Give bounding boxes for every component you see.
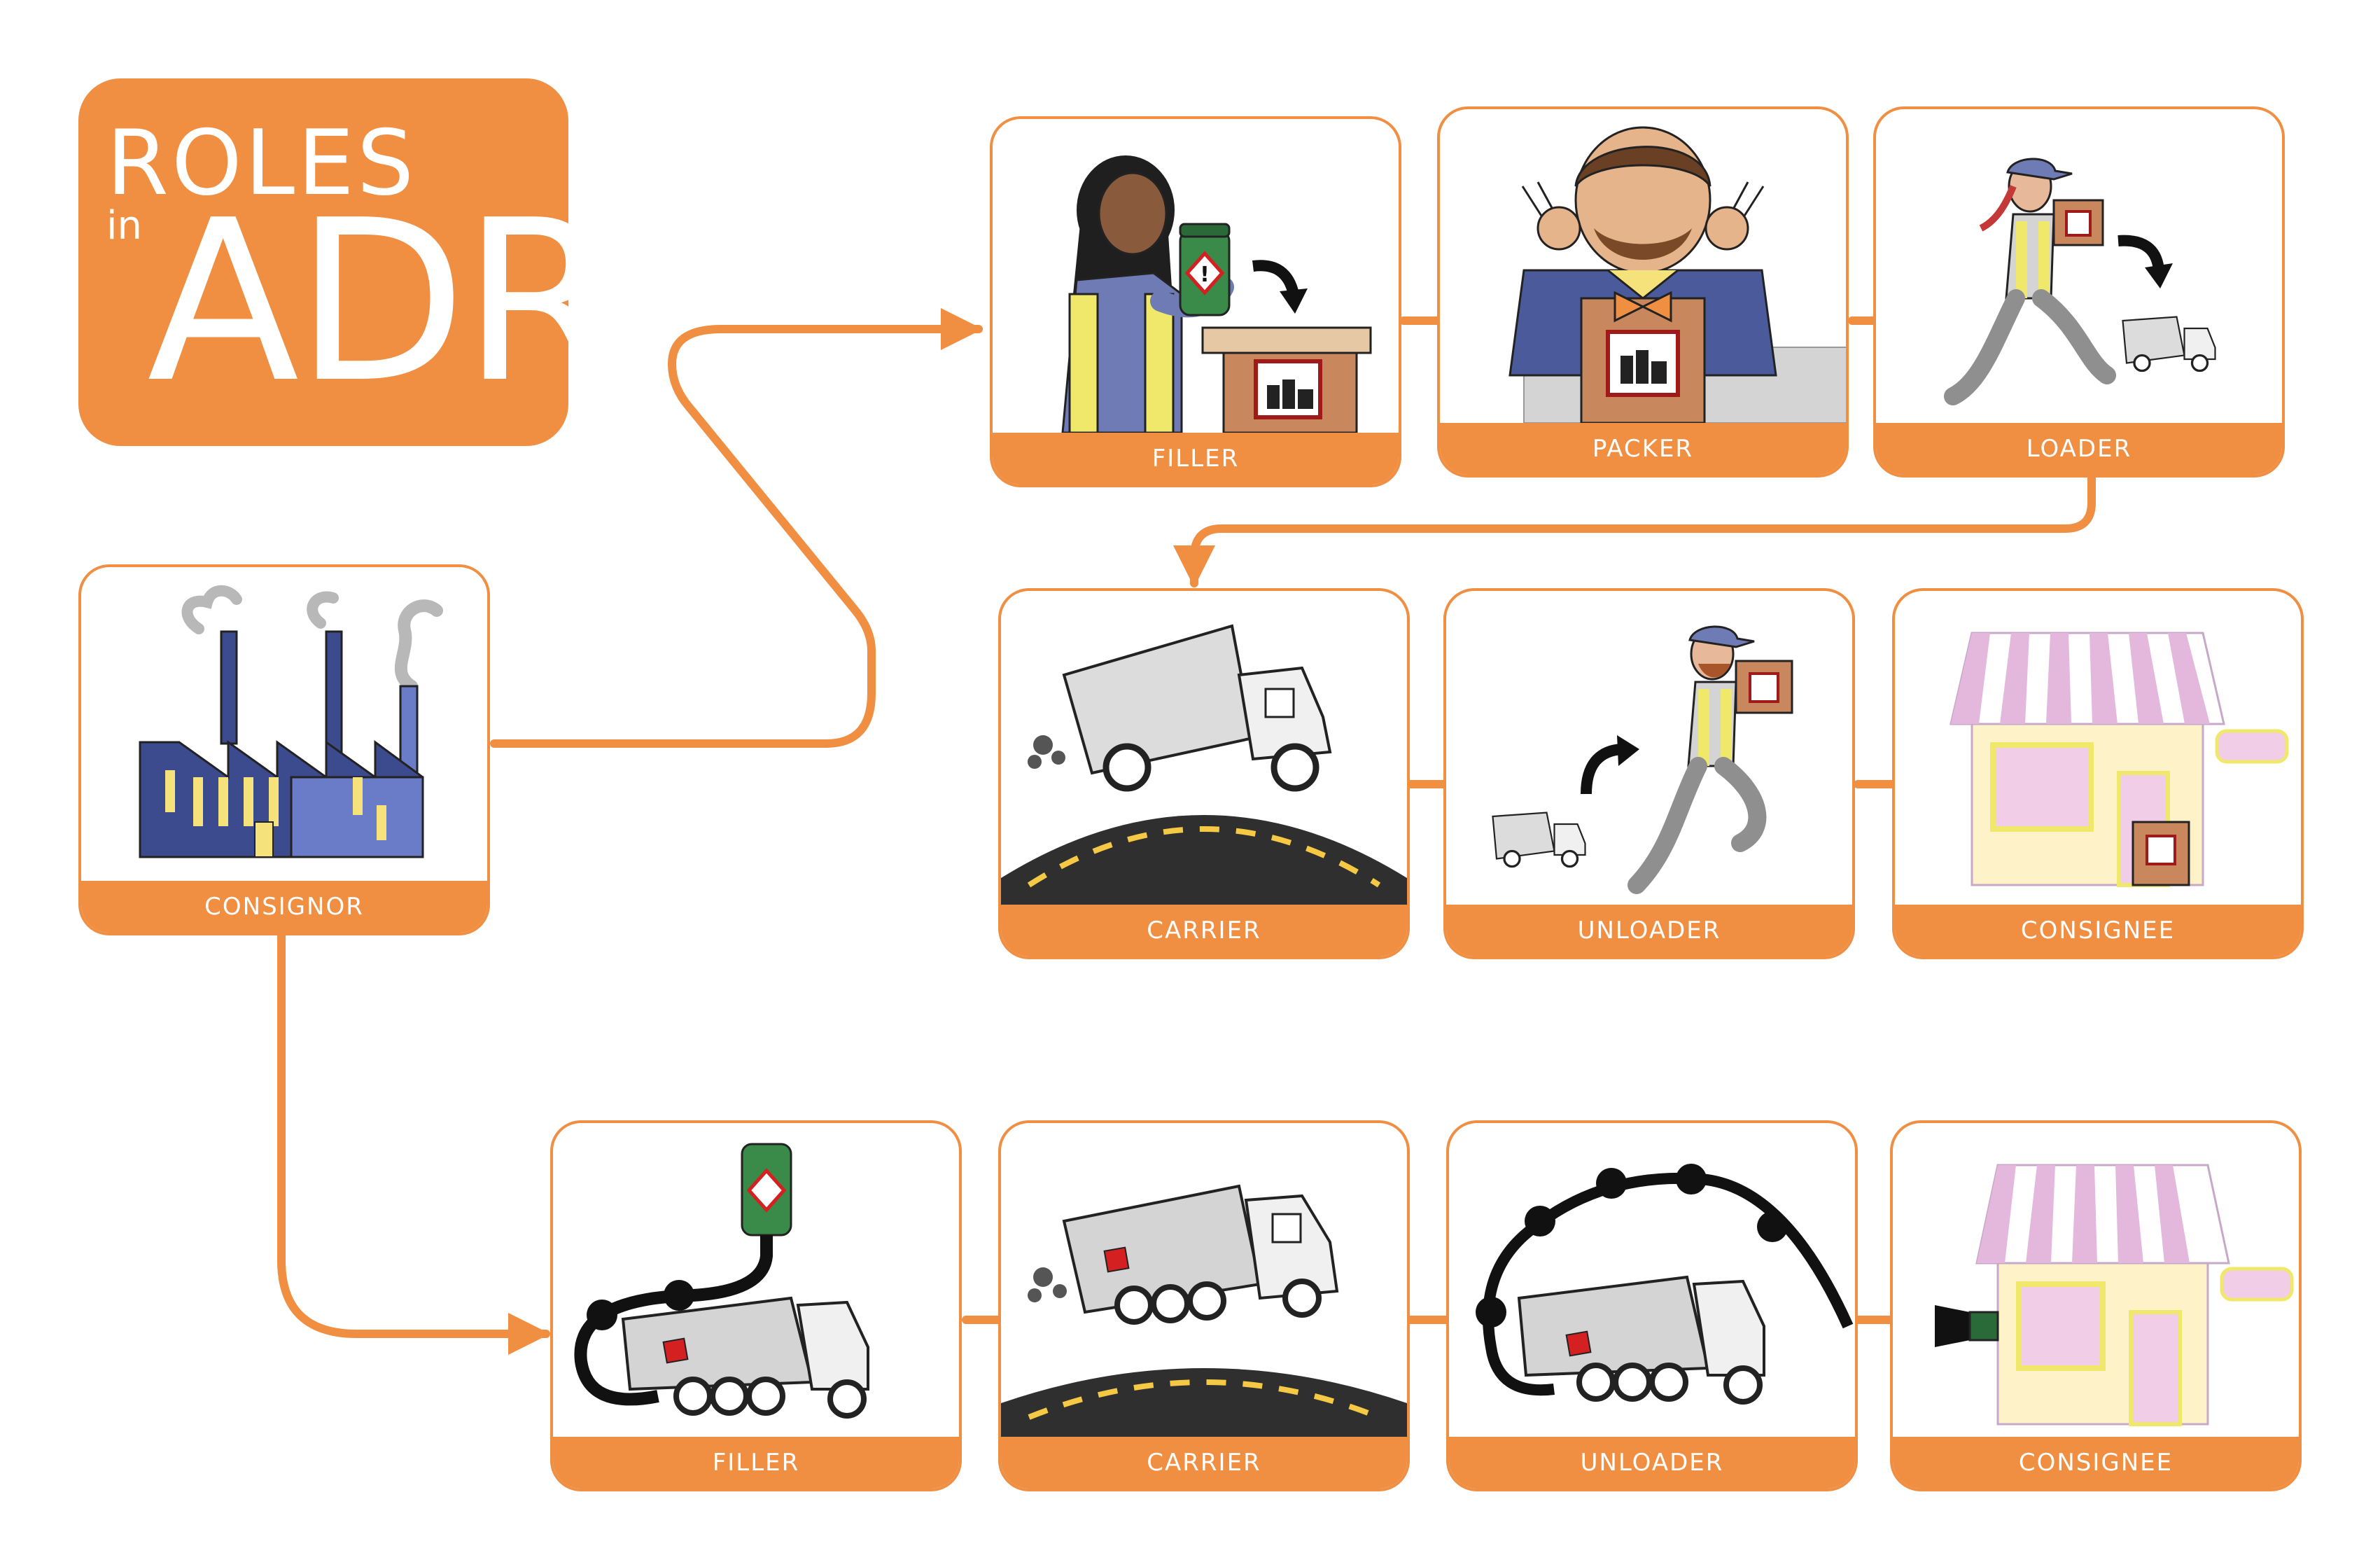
card-unloader: UNLOADER: [1443, 588, 1855, 959]
flow-line-consignor-to-filler: [490, 308, 983, 748]
card-tank-consignee: CONSIGNEE: [1890, 1120, 2302, 1491]
shop-with-hose-icon: [1935, 1164, 2294, 1426]
title-box: ROLES in ADR: [78, 78, 617, 446]
card-loader: LOADER: [1873, 106, 2285, 478]
card-label: CONSIGNEE: [1893, 1437, 2299, 1489]
card-label: CARRIER: [1001, 905, 1407, 956]
card-label: CONSIGNEE: [1895, 905, 2301, 956]
card-label: PACKER: [1440, 423, 1846, 475]
tanker-unloading-hose-icon: [1476, 1164, 1854, 1405]
card-consignee: CONSIGNEE: [1892, 588, 2304, 959]
card-consignor: CONSIGNOR: [78, 564, 490, 935]
card-filler: ! FILLER: [990, 116, 1401, 487]
card-label: LOADER: [1876, 423, 2282, 475]
title-in: in: [106, 203, 143, 249]
flow-line-consignor-to-tank-filler: [277, 927, 550, 1355]
tanker-on-road-icon: [1001, 1184, 1407, 1437]
card-label: UNLOADER: [1446, 905, 1852, 956]
worker-filling-box-icon: !: [1061, 155, 1372, 434]
card-label: FILLER: [993, 433, 1399, 485]
card-carrier: CARRIER: [998, 588, 1410, 959]
card-label: UNLOADER: [1449, 1437, 1855, 1489]
svg-text:!: !: [1200, 263, 1210, 287]
factory-icon: [139, 585, 443, 858]
truck-on-road-icon: [1001, 624, 1407, 905]
packer-with-box-icon: [1508, 126, 1846, 424]
flow-line-loader-to-carrier: [1173, 472, 2096, 587]
title-adr: ADR: [147, 172, 617, 431]
card-tank-filler: FILLER: [550, 1120, 962, 1491]
title-roles: ROLES: [106, 111, 417, 216]
shop-icon: [1949, 632, 2289, 887]
card-tank-carrier: CARRIER: [998, 1120, 1410, 1491]
unloader-carrying-box-icon: [1492, 625, 1793, 894]
tanker-filling-icon: [574, 1143, 869, 1419]
card-tank-unloader: UNLOADER: [1446, 1120, 1858, 1491]
card-label: FILLER: [553, 1437, 959, 1489]
loader-carrying-box-icon: [1944, 158, 2216, 405]
card-label: CONSIGNOR: [81, 881, 487, 933]
card-packer: PACKER: [1437, 106, 1849, 478]
card-label: CARRIER: [1001, 1437, 1407, 1489]
